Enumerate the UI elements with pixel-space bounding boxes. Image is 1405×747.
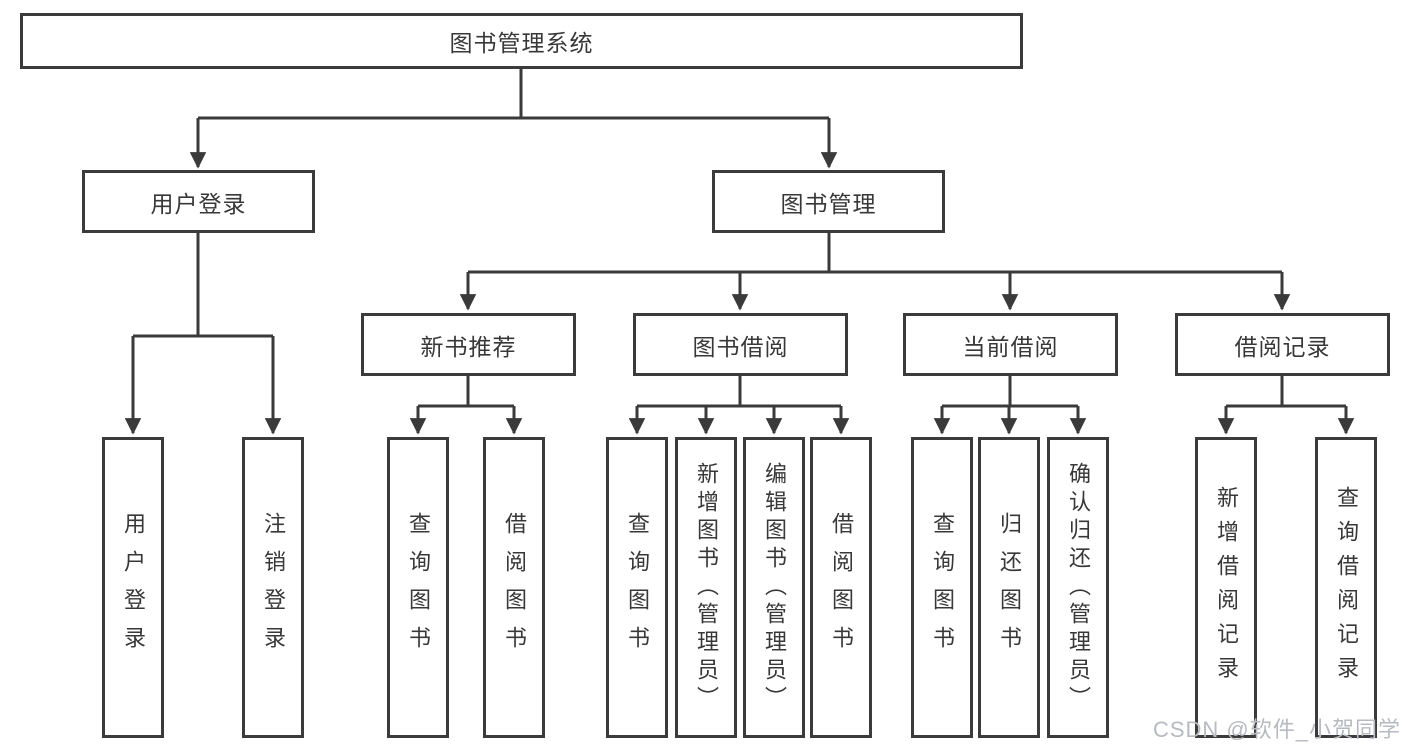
borrow-records-branch xyxy=(1217,376,1355,435)
leaf-label: 用户登录 xyxy=(121,511,146,664)
node-label: 图书管理 xyxy=(780,190,877,217)
leaf-label: 归还图书 xyxy=(997,511,1022,664)
root-branch xyxy=(189,69,838,169)
leaf-query-books-current: 查询图书 xyxy=(911,437,973,738)
new-book-recommend-branch xyxy=(409,376,523,435)
node-label: 当前借阅 xyxy=(962,333,1059,360)
leaf-borrow-books-recommend: 借阅图书 xyxy=(483,437,545,738)
leaf-logout: 注销登录 xyxy=(242,437,304,738)
leaf-label: 查询图书 xyxy=(406,511,431,664)
node-label: 图书管理系统 xyxy=(449,30,594,56)
leaf-add-borrow-record: 新增借阅记录 xyxy=(1195,437,1257,738)
leaf-confirm-return-admin: 确认归还（管理员） xyxy=(1047,437,1109,738)
current-borrow-branch xyxy=(933,376,1087,435)
leaf-label: 借阅图书 xyxy=(829,511,854,664)
node-label: 用户登录 xyxy=(150,190,247,217)
leaf-label: 查询图书 xyxy=(930,511,955,664)
leaf-label: 查询借阅记录 xyxy=(1334,485,1359,690)
book-management-branch xyxy=(459,233,1291,311)
leaf-label: 借阅图书 xyxy=(502,511,527,664)
leaf-label: 新增借阅记录 xyxy=(1214,485,1239,690)
node-label: 新书推荐 xyxy=(420,333,517,360)
leaf-edit-books-admin: 编辑图书（管理员） xyxy=(743,437,805,738)
node-user-login: 用户登录 xyxy=(82,170,315,233)
node-borrow-records: 借阅记录 xyxy=(1175,313,1390,376)
node-label: 借阅记录 xyxy=(1234,333,1331,360)
user-login-branch xyxy=(124,233,282,435)
node-current-borrow: 当前借阅 xyxy=(903,313,1118,376)
leaf-label: 编辑图书（管理员） xyxy=(762,461,787,714)
leaf-label: 新增图书（管理员） xyxy=(694,461,719,714)
leaf-label: 查询图书 xyxy=(625,511,650,664)
node-new-book-recommend: 新书推荐 xyxy=(361,313,576,376)
leaf-borrow-books: 借阅图书 xyxy=(810,437,872,738)
leaf-query-borrow-record: 查询借阅记录 xyxy=(1315,437,1377,738)
node-book-borrow: 图书借阅 xyxy=(633,313,848,376)
leaf-add-books-admin: 新增图书（管理员） xyxy=(675,437,737,738)
csdn-watermark: CSDN @软件_小贺同学 xyxy=(1152,717,1401,742)
node-library-management-system: 图书管理系统 xyxy=(20,13,1023,69)
node-book-management: 图书管理 xyxy=(712,170,945,233)
leaf-label: 确认归还（管理员） xyxy=(1066,461,1091,714)
leaf-query-books-recommend: 查询图书 xyxy=(387,437,449,738)
node-label: 图书借阅 xyxy=(692,333,789,360)
leaf-return-books: 归还图书 xyxy=(978,437,1040,738)
leaf-label: 注销登录 xyxy=(261,511,286,664)
leaf-user-login: 用户登录 xyxy=(102,437,164,738)
book-borrow-branch xyxy=(628,376,850,435)
leaf-query-books-borrow: 查询图书 xyxy=(606,437,668,738)
